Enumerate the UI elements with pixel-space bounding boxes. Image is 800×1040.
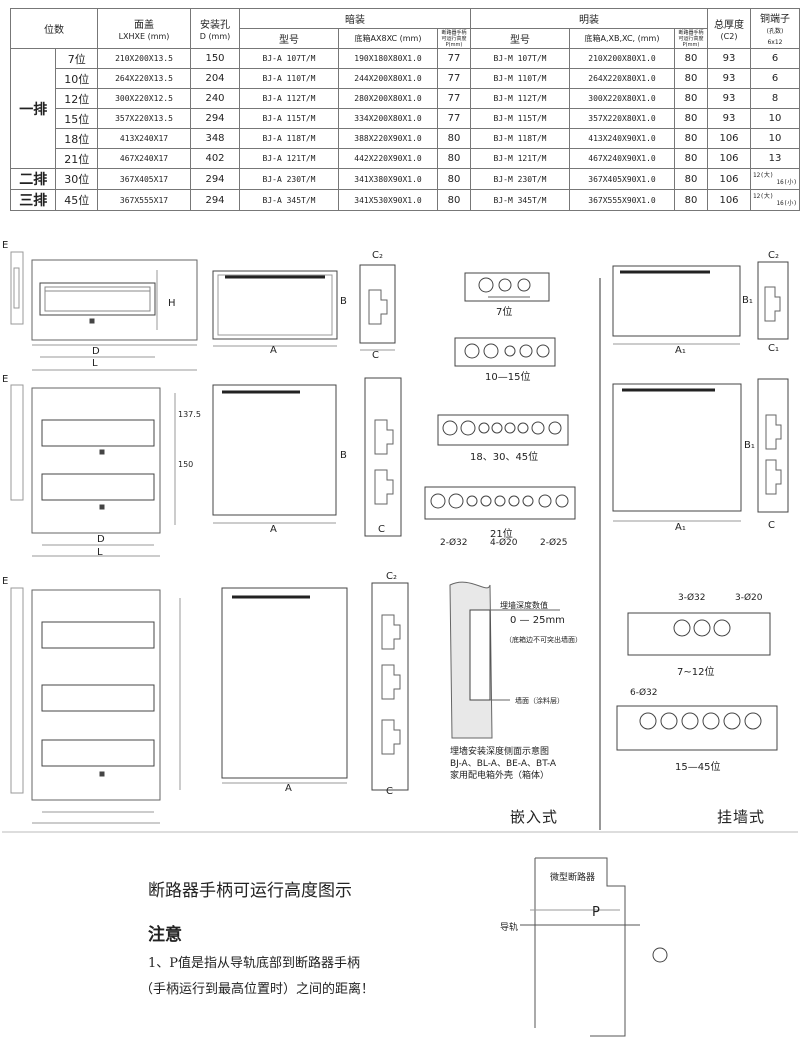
dim-c: C	[372, 350, 379, 361]
wall-depth-diagram	[449, 581, 560, 739]
dim-b-double: B	[340, 450, 347, 461]
base-box-view-single	[212, 270, 338, 347]
ko-label-3d32: 3-Ø32	[678, 593, 706, 603]
dim-h: H	[168, 298, 176, 309]
note-title: 注意	[148, 925, 182, 945]
base-box-view-triple	[221, 587, 348, 784]
front-view-single	[10, 251, 198, 371]
group-label: 一排	[9, 48, 57, 169]
table-cell: 18位	[55, 128, 98, 149]
dim-c-surface-double: C	[768, 520, 775, 531]
depth-title: 埋墙深度数值	[500, 601, 548, 610]
dim-c1: C₁	[768, 343, 779, 354]
knockout-10-15	[454, 337, 556, 367]
table-cell: 30位	[55, 168, 98, 190]
dim-a-double: A	[270, 524, 277, 535]
knockout-7-12	[627, 612, 771, 656]
dim-137-5: 137.5	[178, 410, 201, 419]
group-label: 二排	[9, 168, 57, 190]
ko-label-d32: 2-Ø32	[440, 538, 468, 548]
knockout-7-label: 7位	[496, 307, 513, 318]
dim-a-triple: A	[285, 783, 292, 794]
base-box-view-double	[212, 384, 337, 524]
ko-label-d20: 4-Ø20	[490, 538, 518, 548]
terminal-small: 16(小)	[776, 179, 797, 186]
wall-caption-1: 埋墙安装深度侧面示意图	[450, 747, 550, 757]
dim-l: L	[92, 358, 98, 369]
breaker-title: 断路器手柄可运行高度图示	[148, 881, 352, 901]
note-line-1: 1、P值是指从导轨底部到断路器手柄	[148, 956, 361, 971]
ko-label-d25: 2-Ø25	[540, 538, 568, 548]
group-label: 三排	[9, 189, 57, 211]
breaker-label: 微型断路器	[550, 873, 596, 883]
knockout-10-15-label: 10—15位	[485, 372, 531, 383]
dim-b1: B₁	[742, 295, 753, 306]
table-cell: 12(大)16(小)	[750, 189, 800, 211]
section-flush: 嵌入式	[510, 808, 559, 826]
dim-c2-triple: C₂	[386, 571, 397, 582]
header-terminal: 铜端子(孔数)6x12	[750, 8, 800, 49]
knockout-7	[464, 272, 550, 302]
header-positions: 位数	[10, 8, 98, 49]
dim-c-triple: C	[386, 786, 393, 797]
wall-caption-3: 家用配电箱外壳（箱体）	[450, 771, 550, 781]
dim-d: D	[92, 346, 100, 357]
wall-caption-2: BJ-A、BL-A、BE-A、BT-A	[450, 759, 557, 769]
knockout-18-30-45-label: 18、30、45位	[470, 452, 539, 463]
rail-label: 导轨	[500, 923, 519, 933]
dim-c2-surface: C₂	[768, 250, 779, 261]
surface-side-view-double	[757, 378, 789, 513]
surface-base-view-double	[612, 383, 742, 522]
p-label: P	[592, 905, 600, 920]
surface-side-view-single	[757, 261, 789, 340]
dim-e-triple: E	[2, 576, 9, 587]
depth-note: （底箱边不可突出墙面）	[505, 636, 582, 644]
table-cell: 12位	[55, 88, 98, 109]
header-surface-rail: 断路器手柄可运行高度P(mm)	[674, 28, 708, 49]
terminal-large: 12(大)	[753, 193, 774, 200]
depth-range: 0 — 25mm	[510, 615, 565, 626]
surface-base-view-single	[612, 265, 741, 345]
breaker-diagram	[520, 857, 668, 1037]
side-view-double	[364, 377, 402, 537]
table-cell: 45位	[55, 189, 98, 211]
knockout-18-30-45	[437, 414, 569, 446]
terminal-small: 16(小)	[776, 200, 797, 207]
front-view-triple	[10, 587, 181, 824]
side-view-triple	[371, 582, 409, 791]
note-line-2: （手柄运行到最高位置时）之间的距离！	[140, 982, 375, 997]
front-view-double	[10, 384, 176, 557]
side-view-single	[359, 264, 396, 351]
dim-a1: A₁	[675, 345, 686, 356]
table-cell: BJ-M 345T/M	[470, 189, 570, 211]
dim-d-double: D	[97, 534, 105, 545]
terminal-large: 12(大)	[753, 172, 774, 179]
wall-surface-label: 墙面（涂料层）	[515, 697, 564, 705]
knockout-21	[424, 486, 576, 520]
dim-a1-double: A₁	[675, 522, 686, 533]
dim-150: 150	[178, 460, 194, 469]
knockout-15-45-label: 15—45位	[675, 762, 721, 773]
dim-a: A	[270, 345, 277, 356]
dim-l-double: L	[97, 547, 103, 558]
ko-label-3d20: 3-Ø20	[735, 593, 763, 603]
dim-c2: C₂	[372, 250, 383, 261]
dim-b: B	[340, 296, 347, 307]
dim-e: E	[2, 240, 9, 251]
ko-label-6d32: 6-Ø32	[630, 688, 658, 698]
dim-e-double: E	[2, 374, 9, 385]
knockout-7-12-label: 7~12位	[677, 667, 715, 678]
section-surface: 挂墙式	[717, 808, 766, 826]
knockout-15-45	[616, 705, 778, 751]
dim-b1-double: B₁	[744, 440, 755, 451]
dim-c-double: C	[378, 524, 385, 535]
knockout-21-label: 21位	[490, 529, 513, 540]
